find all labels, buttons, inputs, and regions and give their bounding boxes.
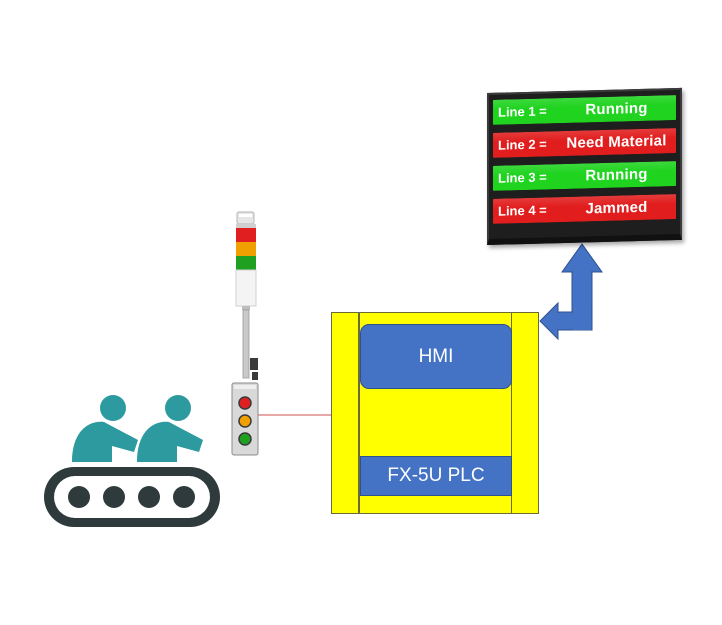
tower-light-amber	[236, 242, 256, 256]
line-status: Running	[585, 165, 648, 185]
status-row-line-4: Line 4 = Jammed	[493, 194, 676, 224]
line-label: Line 4 =	[498, 202, 547, 219]
status-row-line-1: Line 1 = Running	[493, 95, 676, 125]
stack-light-icon	[235, 211, 258, 380]
line-label: Line 2 =	[498, 136, 547, 153]
line-status-display: Line 1 = Running Line 2 = Need Material …	[487, 87, 682, 246]
push-button-red	[238, 396, 252, 410]
cabinet-rail-left	[358, 313, 360, 513]
line-label: Line 1 =	[498, 103, 547, 120]
conveyor-workers-icon	[44, 395, 220, 527]
tower-light-green	[236, 256, 256, 270]
plc-cabinet: HMI FX-5U PLC	[331, 312, 539, 514]
hmi-panel: HMI	[360, 324, 512, 389]
push-button-green	[238, 432, 252, 446]
status-row-line-2: Line 2 = Need Material	[493, 128, 676, 158]
cabinet-rail-right	[510, 313, 512, 513]
plc-module: FX-5U PLC	[360, 456, 512, 496]
line-label: Line 3 =	[498, 169, 547, 186]
line-status: Running	[585, 99, 648, 119]
push-button-amber	[238, 414, 252, 428]
push-button-station-icon	[231, 382, 259, 456]
bidirectional-arrow-icon	[539, 243, 603, 341]
line-status: Need Material	[566, 132, 667, 152]
line-status: Jammed	[585, 198, 648, 218]
status-row-line-3: Line 3 = Running	[493, 161, 676, 191]
tower-light-red	[236, 228, 256, 242]
